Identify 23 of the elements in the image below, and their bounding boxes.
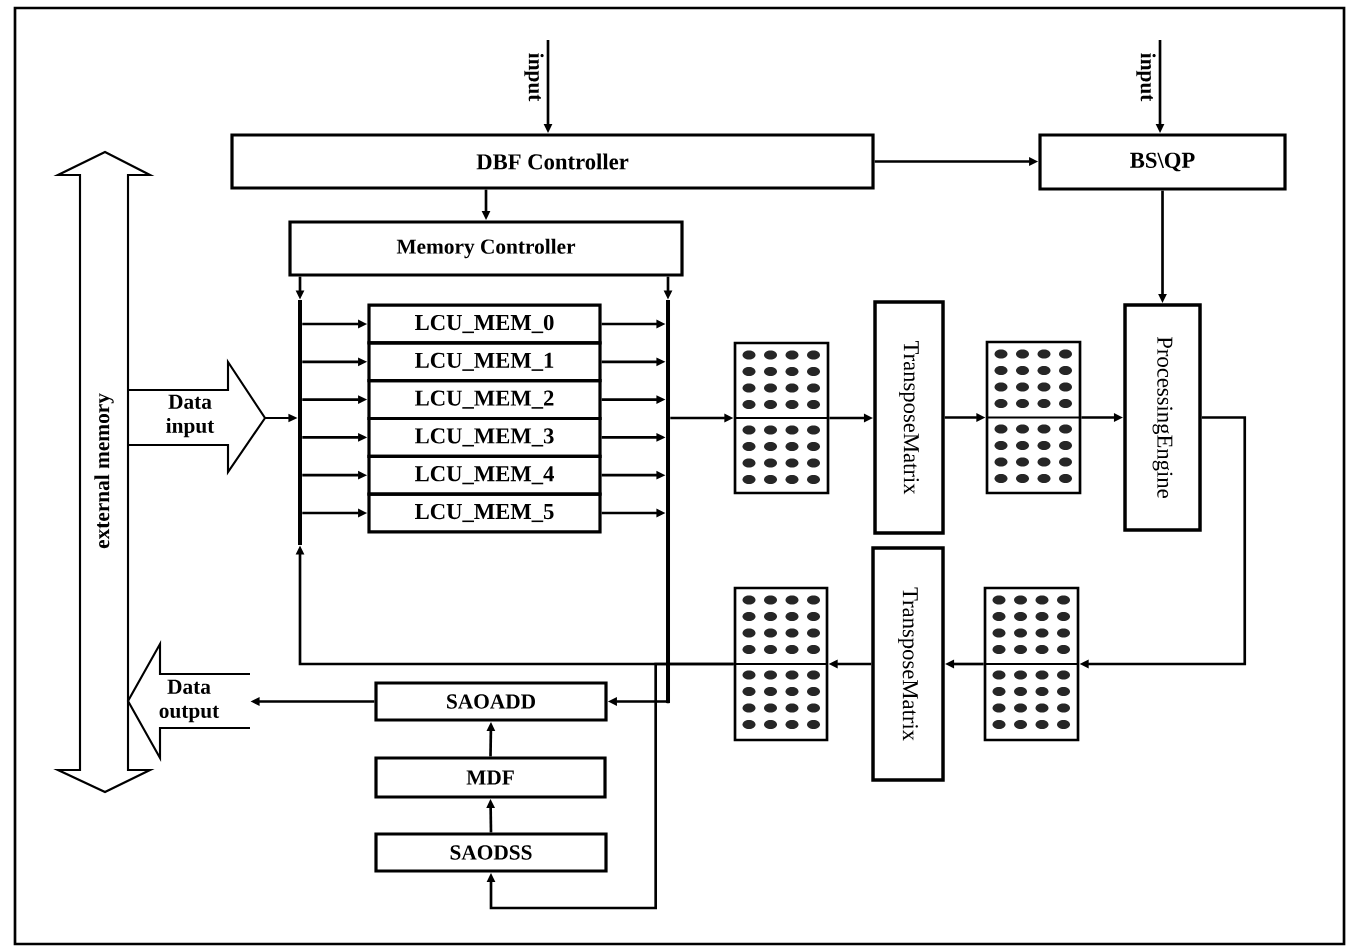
process-box: LCU_MEM_3: [367, 416, 602, 458]
matrix-grid: [983, 586, 1080, 742]
process-box: LCU_MEM_0: [367, 303, 602, 345]
process-box: Memory Controller: [288, 220, 684, 277]
matrix-grid: [733, 341, 830, 495]
process-box: LCU_MEM_5: [367, 492, 602, 534]
process-box: LCU_MEM_2: [367, 379, 602, 421]
edge-label: Data input: [166, 394, 215, 438]
edge-label: input: [524, 53, 544, 102]
process-box: SAOADD: [374, 681, 608, 722]
matrix-grid: [733, 586, 829, 742]
matrix-grid: [985, 340, 1082, 495]
process-box: BS\QP: [1038, 133, 1287, 191]
process-box: LCU_MEM_1: [367, 341, 602, 383]
process-box: MDF: [374, 756, 607, 799]
edge-label: input: [1136, 53, 1156, 102]
process-box: SAODSS: [374, 832, 608, 873]
process-box: DBF Controller: [230, 133, 875, 190]
process-box: LCU_MEM_4: [367, 454, 602, 496]
process-box: ProcessingEngine: [1123, 303, 1202, 532]
arrow: [486, 662, 734, 910]
process-box: TransposeMatrix: [871, 546, 945, 782]
process-box: TransposeMatrix: [873, 300, 945, 535]
